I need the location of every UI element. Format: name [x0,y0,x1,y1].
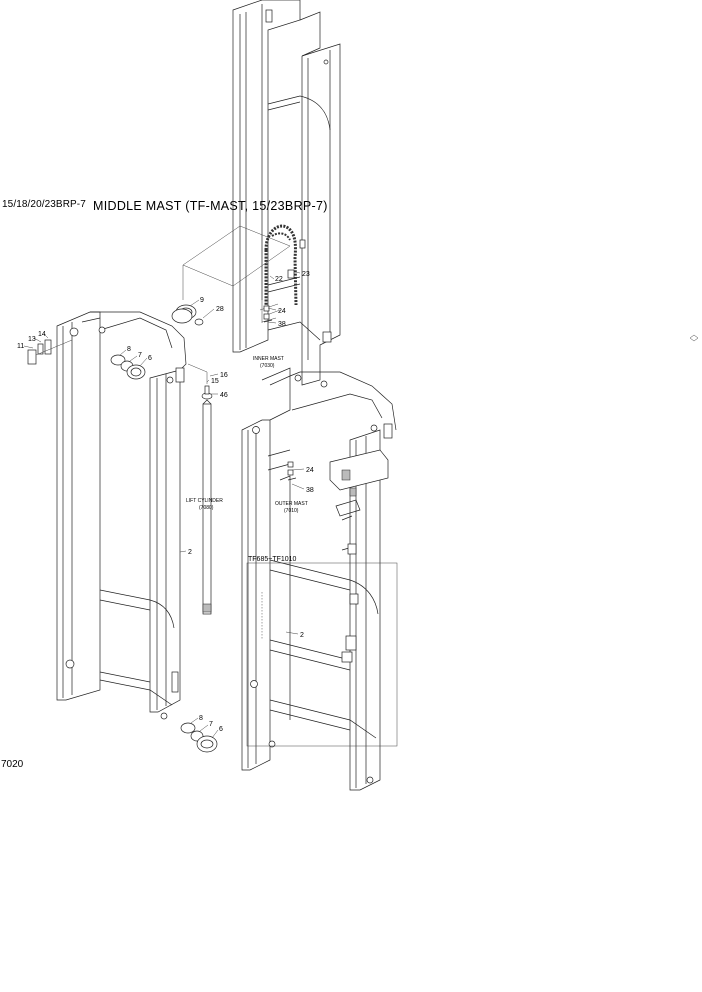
callout-6-lower: 6 [219,726,223,733]
roller-bearing-9 [171,304,204,326]
callout-7-upper: 7 [138,352,142,359]
callout-13: 13 [28,336,36,343]
outer-mast-ref: (7010) [284,508,299,514]
callout-15: 15 [211,378,219,385]
callout-23: 23 [302,271,310,278]
model-code: 15/18/20/23BRP-7 [2,199,86,210]
callout-9: 9 [200,297,204,304]
callout-2-middle: 2 [188,549,192,556]
page-code: 7020 [1,759,24,770]
callout-6-upper: 6 [148,355,152,362]
callout-24-outer: 24 [306,467,314,474]
leader-lines [23,271,305,739]
callout-46: 46 [220,392,228,399]
callout-24-inner: 24 [278,308,286,315]
range-label: TF685~TF1010 [248,556,297,563]
callout-16: 16 [220,372,228,379]
callout-14: 14 [38,331,46,338]
callout-28: 28 [216,306,224,313]
callout-8-upper: 8 [127,346,131,353]
lift-cylinder-ref: (7080) [199,505,214,511]
callout-38-outer: 38 [306,487,314,494]
callout-8-lower: 8 [199,715,203,722]
middle-mast-drawing [56,311,187,720]
bolt-group-outer [287,461,297,481]
inner-mast-ref: (7030) [260,363,275,369]
roller-set-upper [110,354,146,380]
diagram-title: MIDDLE MAST (TF-MAST, 15/23BRP-7) [93,199,328,213]
inner-mast-label: INNER MAST [253,356,284,362]
callout-22: 22 [275,276,283,283]
outer-mast-drawing [241,367,397,791]
callout-38-inner: 38 [278,321,286,328]
roller-set-lower [180,722,218,753]
range-frame [246,562,398,747]
callout-11: 11 [17,343,24,350]
stopper-parts [27,339,73,365]
edge-marker [689,334,699,342]
callout-2-outer: 2 [300,632,304,639]
outer-mast-label: OUTER MAST [275,501,308,507]
callout-7-lower: 7 [209,721,213,728]
lift-cylinder-drawing [187,363,213,615]
lift-cylinder-label: LIFT CYLINDER [186,498,223,504]
inner-mast-drawing [232,0,341,386]
